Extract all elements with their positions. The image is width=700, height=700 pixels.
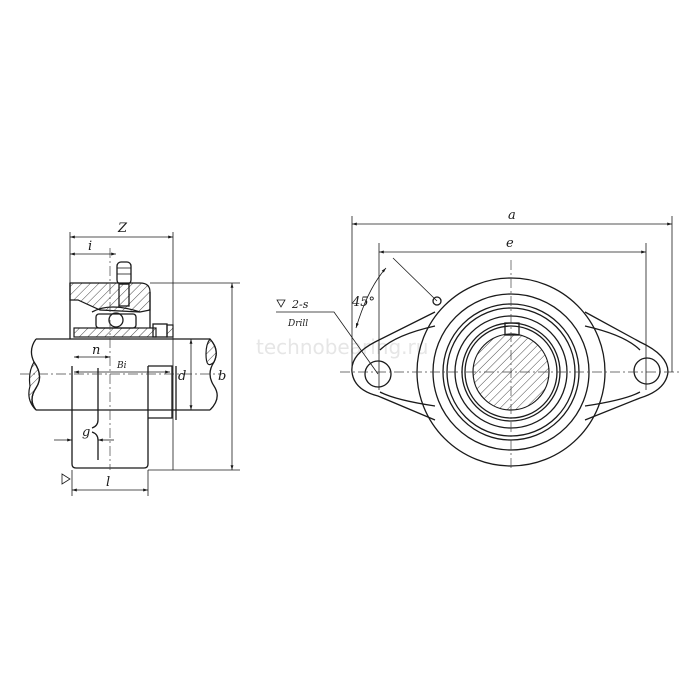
set-screw-icon [504, 322, 520, 336]
dim-label-d: d [178, 369, 186, 384]
bolt-hole-right-icon [633, 357, 661, 385]
angle-arc [355, 267, 387, 329]
angle-line [392, 257, 438, 302]
holes-label: 2-s [291, 298, 309, 311]
dim-label-a: a [508, 208, 516, 223]
bolt-hole-left-icon [364, 360, 392, 388]
dim-label-l: l [106, 475, 110, 490]
grease-nipple-icon [116, 261, 132, 307]
datum-triangle-icon [61, 473, 71, 485]
dim-label-z: Z [117, 221, 128, 236]
dim-label-g: g [82, 425, 90, 440]
inner-ring-section [73, 327, 157, 338]
dim-label-b: b [218, 369, 226, 384]
side-view: Z i b d n Bi g l [20, 221, 240, 496]
ball-icon [108, 312, 124, 328]
drill-label: Drill [287, 319, 308, 329]
dim-label-e: e [506, 236, 514, 251]
dim-label-bi: Bi [116, 361, 127, 371]
grease-nipple-icon [432, 296, 442, 306]
drill-leader [276, 311, 379, 375]
watermark: technobearing.ru [256, 335, 428, 359]
angle-label: 45° [351, 295, 375, 310]
dim-label-n: n [92, 343, 100, 358]
dim-label-i: i [88, 239, 92, 254]
front-view: a e 45° 2-s Drill [276, 208, 680, 470]
surface-triangle-icon [276, 299, 286, 308]
